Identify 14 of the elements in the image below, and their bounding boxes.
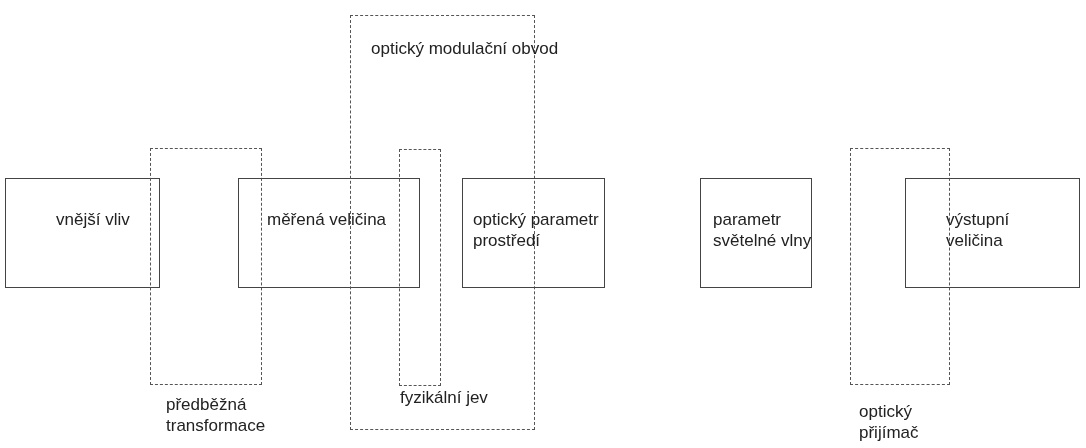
- box-label: parametr světelné vlny: [713, 209, 813, 251]
- frame-label: fyzikální jev: [400, 387, 489, 408]
- box-label: měřená veličina: [267, 209, 387, 230]
- frame-label: předběžná transformace: [166, 394, 267, 436]
- frame-label: optický modulační obvod: [371, 38, 560, 59]
- block-box: [700, 178, 812, 288]
- frame-label: optický přijímač: [859, 401, 920, 443]
- block-box: [462, 178, 605, 288]
- box-label: optický parametr prostředí: [473, 209, 600, 251]
- box-label: vnější vliv: [56, 209, 131, 230]
- block-box: [238, 178, 420, 288]
- box-label: výstupní veličina: [946, 209, 1011, 251]
- block-box: [905, 178, 1080, 288]
- block-box: [5, 178, 160, 288]
